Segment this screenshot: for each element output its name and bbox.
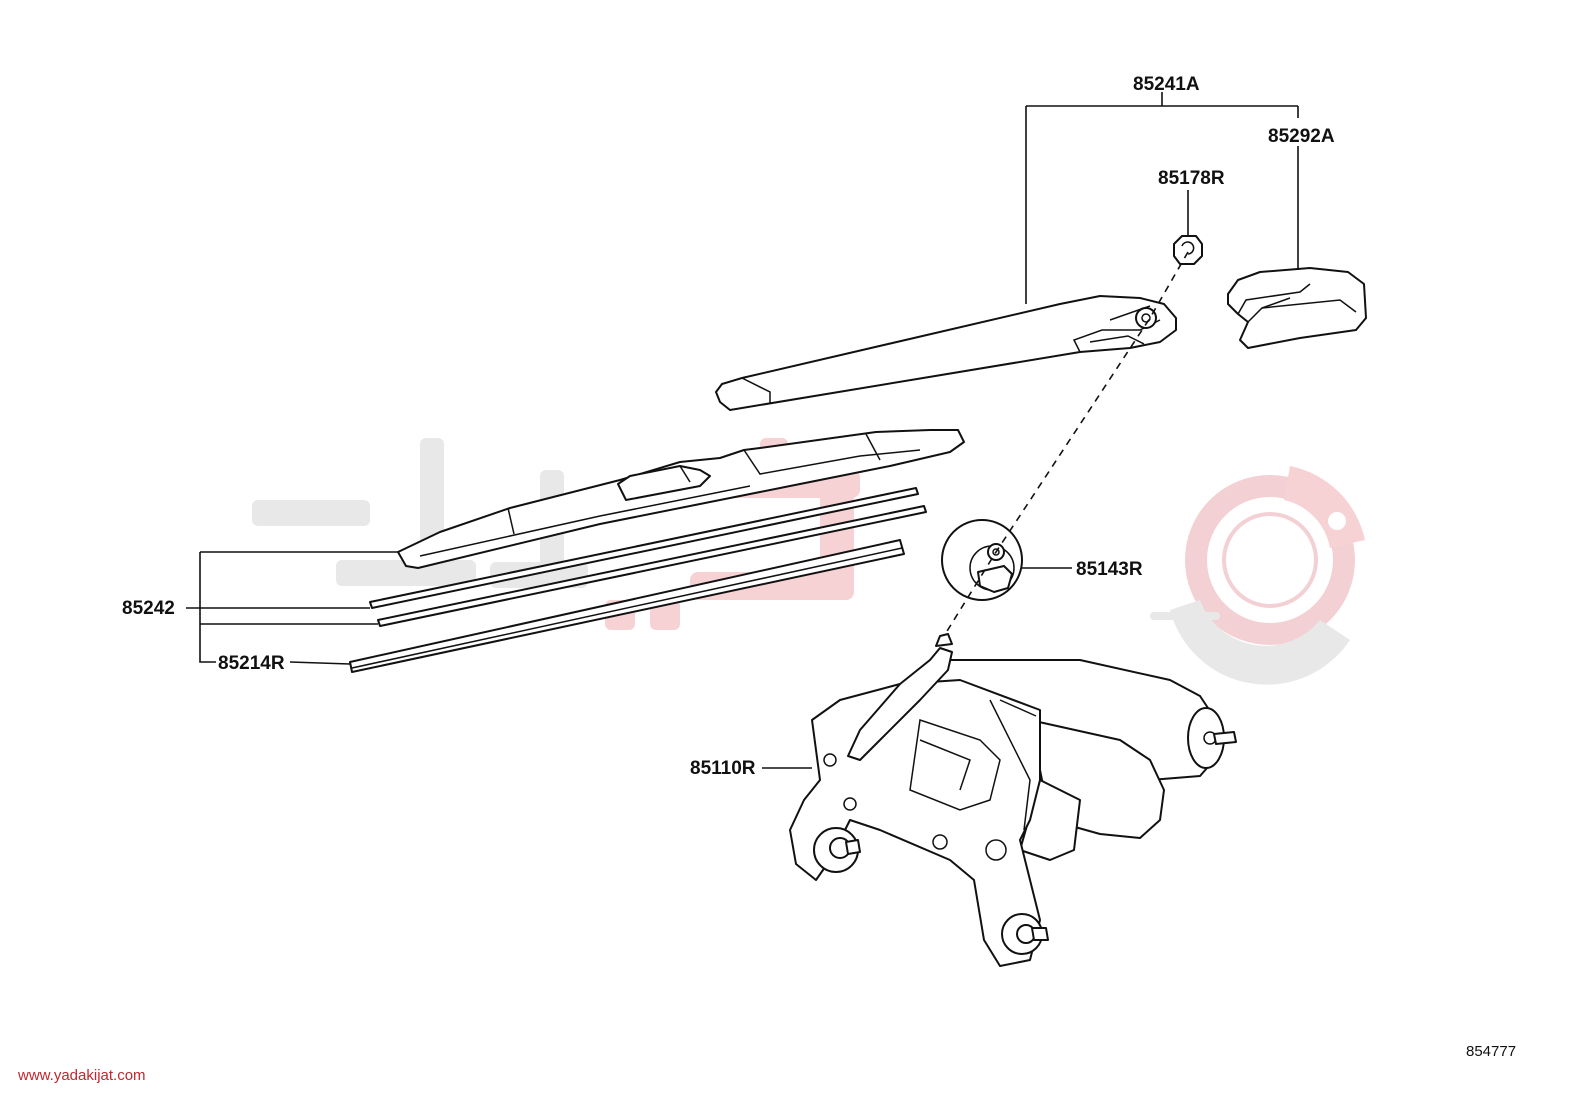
pivot-cushion xyxy=(941,519,1023,601)
label-85214R: 85214R xyxy=(218,653,285,674)
wiper-blade xyxy=(397,429,965,569)
label-85292A: 85292A xyxy=(1268,126,1335,147)
nut xyxy=(1173,235,1203,265)
label-85178R: 85178R xyxy=(1158,168,1225,189)
wiper-arm xyxy=(715,295,1177,411)
blade-rubber xyxy=(349,539,905,673)
leader-lines xyxy=(186,92,1299,769)
label-85241A: 85241A xyxy=(1133,74,1200,95)
figure-code: 854777 xyxy=(1466,1043,1516,1060)
arm-head-cap xyxy=(1227,267,1367,349)
assembly-axis xyxy=(943,251,1189,637)
label-85143R: 85143R xyxy=(1076,559,1143,580)
blade-strips xyxy=(369,487,927,627)
watermark-website: www.yadakijat.com xyxy=(17,1067,146,1084)
part-labels: 85241A 85292A 85178R 85143R 85242 85214R… xyxy=(122,74,1335,779)
label-85110R: 85110R xyxy=(690,758,756,779)
label-85242: 85242 xyxy=(122,598,175,619)
wiper-motor xyxy=(789,633,1237,967)
